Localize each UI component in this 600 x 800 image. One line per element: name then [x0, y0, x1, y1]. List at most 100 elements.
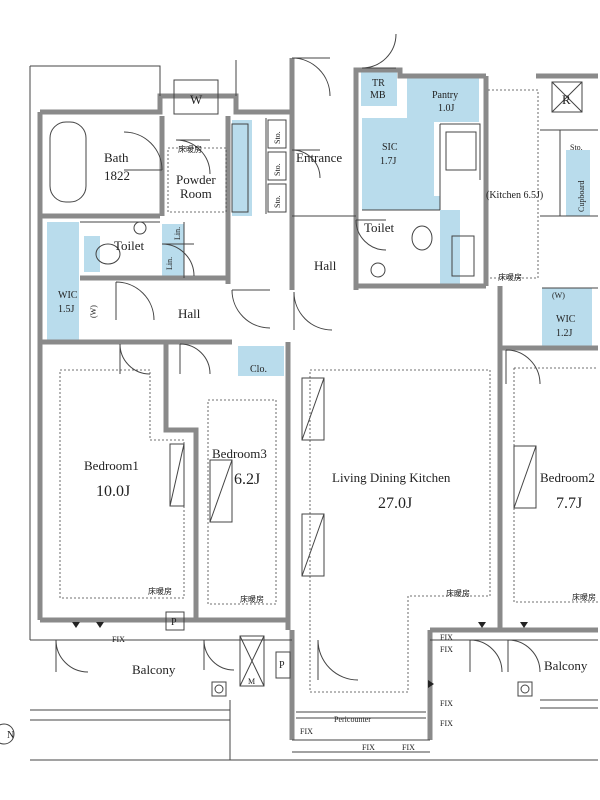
compass-circle: [0, 723, 15, 745]
kitchen-counter: [439, 123, 481, 210]
bedroom3-label: Bedroom3: [212, 446, 267, 461]
thin-lines: [0, 60, 598, 761]
fix-3: FIX: [440, 645, 453, 654]
sic-shelf-fill: [362, 196, 440, 210]
heating-powder: [167, 147, 227, 213]
compass-label: N: [7, 730, 14, 741]
sto-cabinet-2: [267, 151, 287, 181]
door-bedroom1: [119, 343, 151, 375]
fix-4: FIX: [440, 699, 453, 708]
powder-vanity: [231, 123, 249, 213]
fridge-cross: [551, 81, 583, 113]
arrow-3: [478, 622, 486, 628]
wic-left-w: (W): [89, 305, 98, 318]
toilet-left-label: Toilet: [114, 238, 145, 253]
sic-size: 1.7J: [380, 156, 397, 167]
door-tr: [361, 33, 397, 69]
sto-strip-fill: [232, 120, 252, 216]
fridge-label: R: [562, 92, 571, 107]
heating-kitchen: [488, 89, 539, 279]
washer-label: W: [190, 92, 203, 107]
labels: Bath 1822 床暖房 Powder Room W TR MB Pantry…: [7, 78, 596, 752]
sto-label-1: Sto.: [273, 131, 282, 144]
heating-bedroom1: [59, 369, 185, 599]
door-balcony-left: [55, 639, 89, 673]
kitchen-heating: 床暖房: [498, 272, 522, 282]
slider-bed2-diag: [513, 445, 537, 509]
door-hall: [231, 289, 271, 329]
wic-left-label: WIC: [58, 290, 78, 301]
door-entrance: [291, 57, 331, 97]
door-bath: [123, 131, 163, 171]
toilet-bowl-right: [411, 225, 433, 251]
bedroom3-size: 6.2J: [234, 471, 260, 488]
tr-label: TR: [372, 78, 385, 89]
cooktop: [445, 131, 477, 171]
slider-bed3-diag: [209, 459, 233, 523]
door-ldk-balcony: [317, 639, 359, 681]
lin-fill: [162, 224, 184, 276]
arrow-2: [96, 622, 104, 628]
closet-label: Clo.: [250, 364, 267, 375]
balcony-post-right-dot: [520, 684, 530, 694]
slider-bed1-diag: [169, 443, 185, 507]
cupboard-fill: [566, 150, 590, 216]
entrance-label: Entrance: [296, 150, 342, 165]
wic-right-label: WIC: [556, 314, 576, 325]
wic-right-w: (W): [552, 291, 565, 300]
slider-marks: [169, 377, 537, 577]
washer-box: [173, 79, 219, 115]
arrow-marks: [72, 622, 528, 688]
meter-box: [239, 635, 265, 687]
arrow-4: [520, 622, 528, 628]
fix-7: FIX: [402, 743, 415, 752]
cupboard-label: Cupboard: [577, 180, 586, 212]
bedroom3-heating: 床暖房: [240, 594, 264, 604]
sto-label-2: Sto.: [273, 163, 282, 176]
arrow-5: [428, 680, 434, 688]
slider-bed2: [513, 445, 537, 509]
door-balcony-right2: [507, 639, 541, 673]
heating-bedroom2: [513, 367, 598, 603]
door-ldk: [293, 291, 333, 331]
pantry-size: 1.0J: [438, 103, 455, 114]
heating-ldk: [309, 369, 491, 693]
slider-ldk-1-diag: [301, 377, 325, 441]
bedroom2-heating: 床暖房: [572, 592, 596, 602]
meter-label: M: [248, 677, 255, 686]
floor-heating-zones: [59, 89, 598, 693]
balcony-left-label: Balcony: [132, 662, 176, 677]
slider-ldk-1: [301, 377, 325, 441]
kitchen-label: (Kitchen 6.5J): [486, 190, 543, 201]
sto-cabinet-3: [267, 183, 287, 213]
toilet-left-fill: [84, 236, 100, 272]
tr-mb-fill: [361, 70, 397, 106]
balcony-rail-left: [30, 639, 292, 721]
fix-5: FIX: [440, 719, 453, 728]
bedroom2-size: 7.7J: [556, 495, 582, 512]
heating-bedroom3: [207, 399, 277, 605]
lin-label-1: Lin.: [165, 257, 174, 270]
door-wic-left: [115, 281, 155, 321]
pantry-fill: [407, 76, 479, 122]
powder-heating: 床暖房: [178, 144, 202, 154]
basin-right: [370, 262, 386, 278]
wic-left-fill: [47, 222, 79, 342]
mb-label: MB: [370, 90, 386, 101]
balcony-post-right: [517, 681, 533, 697]
door-bedroom2: [505, 349, 541, 385]
pericounter-top: [296, 711, 426, 719]
bedroom1-size: 10.0J: [96, 483, 130, 500]
outer-wall-top-left: [40, 93, 292, 115]
lin-label-2: Lin.: [173, 227, 182, 240]
pipe-label-2: P: [279, 660, 285, 671]
wall-bed1-bed3: [163, 342, 199, 620]
door-toilet-left: [161, 243, 195, 277]
powder-label-1: Powder: [176, 172, 216, 187]
outer-wall-top-right: [353, 67, 486, 106]
basin-left: [133, 221, 147, 235]
fix-2: FIX: [440, 633, 453, 642]
slider-bed1: [169, 443, 185, 507]
pipe-space-2-box: [275, 651, 291, 679]
